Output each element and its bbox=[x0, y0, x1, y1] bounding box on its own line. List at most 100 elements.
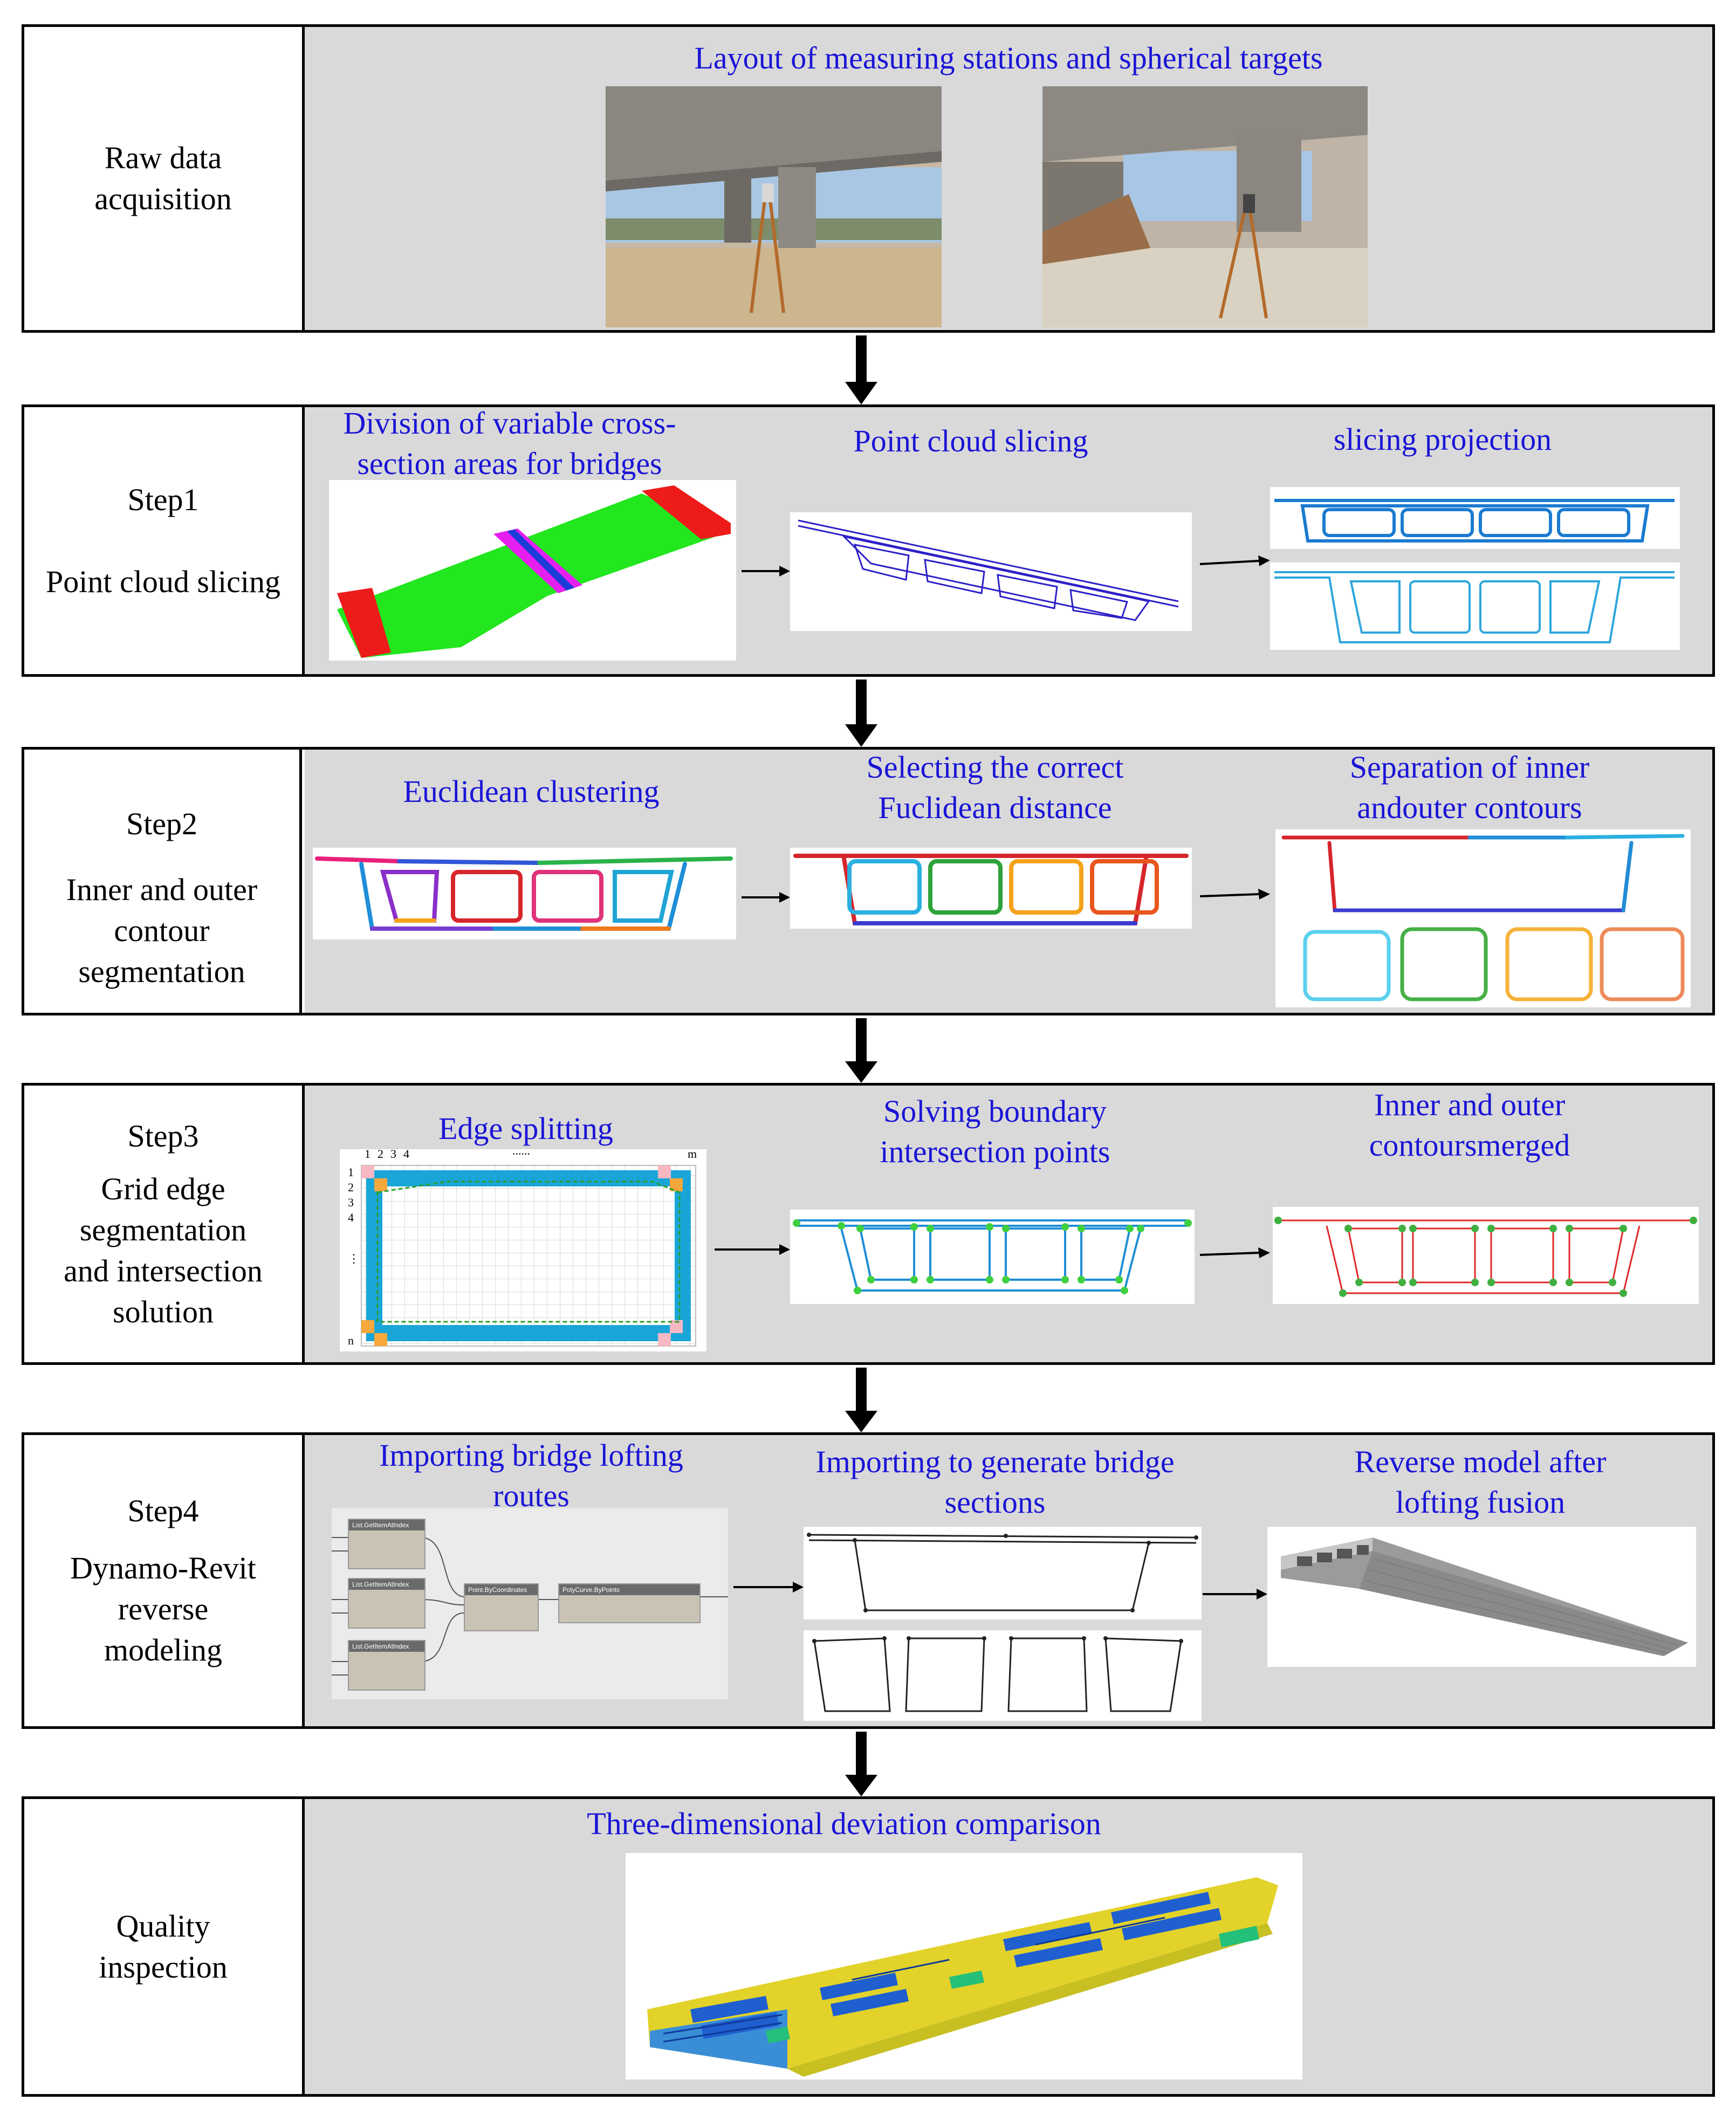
row-content: Importing bridge lofting routes Importin… bbox=[305, 1435, 1712, 1726]
row-label: Step4 Dynamo-Revit reverse modeling bbox=[24, 1435, 305, 1726]
euclidean-clusters bbox=[313, 848, 736, 939]
step-title: contoursmerged bbox=[1369, 1128, 1570, 1163]
label-line: contour bbox=[114, 913, 210, 948]
label-line: reverse bbox=[118, 1591, 209, 1626]
flow-arrow-right bbox=[1200, 555, 1270, 568]
step-title: section areas for bridges bbox=[357, 446, 662, 481]
edge-grid: 1 2 3 4 ...... m 1 2 3 4 ⋮ n bbox=[340, 1144, 706, 1351]
step-title: Layout of measuring stations and spheric… bbox=[694, 40, 1323, 75]
flow-arrow-right bbox=[1203, 1588, 1267, 1601]
label-line: solution bbox=[113, 1294, 214, 1329]
flow-arrow-right bbox=[1200, 889, 1270, 902]
label-line: Step1 bbox=[127, 482, 199, 517]
step-title: Selecting the correct bbox=[866, 750, 1124, 785]
boundary-intersection-points bbox=[790, 1210, 1195, 1304]
dynamo-node: Point.ByCoordinates bbox=[464, 1583, 539, 1631]
step-title: andouter contours bbox=[1357, 790, 1582, 825]
row-content: Three-dimensional deviation comparison bbox=[305, 1799, 1712, 2094]
grid-row-label: 3 bbox=[348, 1196, 354, 1209]
bridge-section-outer bbox=[804, 1527, 1202, 1619]
row-content: Layout of measuring stations and spheric… bbox=[305, 27, 1712, 330]
grid-col-label: 1 bbox=[365, 1147, 370, 1161]
grid-col-label: ...... bbox=[512, 1144, 530, 1157]
grid-col-label: m bbox=[688, 1147, 697, 1161]
label-line: segmentation bbox=[78, 954, 245, 989]
label-line: Step2 bbox=[126, 806, 198, 841]
row-label: Raw data acquisition bbox=[24, 27, 305, 330]
label-line: Quality bbox=[116, 1908, 210, 1944]
node-title: List.GetItemAtIndex bbox=[349, 1579, 424, 1590]
label-line: Grid edge bbox=[101, 1171, 225, 1206]
euclidean-distance-selection bbox=[790, 848, 1192, 929]
grid-row-label: 1 bbox=[348, 1165, 354, 1179]
grid-col-label: 2 bbox=[378, 1147, 383, 1161]
label-line: segmentation bbox=[79, 1212, 247, 1247]
slice-projection-1 bbox=[1270, 487, 1680, 549]
grid-row-label: 4 bbox=[348, 1211, 354, 1224]
node-title: PolyCurve.ByPoints bbox=[559, 1584, 699, 1595]
row-label: Step1 Point cloud slicing bbox=[24, 407, 305, 674]
bridge-photo-2 bbox=[1042, 86, 1368, 327]
label-line: Point cloud slicing bbox=[46, 564, 280, 599]
row-content: Edge splitting Solving boundary intersec… bbox=[305, 1086, 1712, 1362]
label-line: and intersection bbox=[64, 1253, 263, 1288]
step-title: intersection points bbox=[880, 1134, 1110, 1169]
dynamo-node: List.GetItemAtIndex bbox=[348, 1578, 426, 1629]
deviation-comparison-model bbox=[626, 1853, 1302, 2079]
grid-col-label: 4 bbox=[403, 1147, 409, 1161]
row-step2: Step2 Inner and outer contour segmentati… bbox=[22, 747, 1715, 1015]
flow-arrow-4 bbox=[845, 1368, 877, 1432]
flow-arrow-right bbox=[742, 565, 790, 578]
dynamo-graph: List.GetItemAtIndex List.GetItemAtIndex … bbox=[332, 1508, 728, 1699]
step-title: Inner and outer bbox=[1374, 1087, 1566, 1122]
label-line: modeling bbox=[104, 1632, 223, 1667]
row-label: Step2 Inner and outer contour segmentati… bbox=[24, 750, 302, 1013]
label-line: Step4 bbox=[127, 1493, 199, 1528]
step-title: Point cloud slicing bbox=[853, 423, 1088, 458]
step-title: Importing bridge lofting bbox=[379, 1438, 683, 1473]
node-title: List.GetItemAtIndex bbox=[349, 1520, 424, 1530]
label-line: inspection bbox=[99, 1949, 228, 1985]
node-title: List.GetItemAtIndex bbox=[349, 1641, 424, 1652]
grid-row-label: n bbox=[348, 1334, 354, 1347]
grid-col-label: 3 bbox=[390, 1147, 396, 1161]
flow-arrow-right bbox=[1200, 1247, 1270, 1260]
step-title: Importing to generate bridge bbox=[815, 1444, 1175, 1479]
flow-arrow-right bbox=[742, 891, 790, 904]
flow-arrow-5 bbox=[845, 1732, 877, 1796]
slice-projection-2 bbox=[1270, 562, 1680, 650]
grid-row-label: 2 bbox=[348, 1180, 354, 1194]
row-step4: Step4 Dynamo-Revit reverse modeling Impo… bbox=[22, 1432, 1715, 1729]
step-title: Solving boundary bbox=[883, 1094, 1107, 1129]
row-step3: Step3 Grid edge segmentation and interse… bbox=[22, 1083, 1715, 1365]
flow-arrow-2 bbox=[845, 679, 877, 747]
inner-outer-contours bbox=[1275, 829, 1691, 1007]
step-title: Reverse model after bbox=[1354, 1444, 1607, 1479]
node-title: Point.ByCoordinates bbox=[465, 1584, 538, 1595]
grid-row-label: ⋮ bbox=[348, 1252, 360, 1265]
step-title: Edge splitting bbox=[438, 1111, 613, 1146]
row-quality: Quality inspection Three-dimensional dev… bbox=[22, 1796, 1715, 2097]
row-raw-data: Raw data acquisition Layout of measuring… bbox=[22, 24, 1715, 333]
step-title: routes bbox=[493, 1478, 569, 1513]
label-line: Inner and outer bbox=[66, 872, 258, 907]
bridge-section-inner bbox=[804, 1630, 1202, 1721]
merged-contours bbox=[1273, 1207, 1699, 1304]
lofted-bridge-model bbox=[1267, 1527, 1696, 1667]
dynamo-node: PolyCurve.ByPoints bbox=[558, 1583, 701, 1623]
bridge-photo-1 bbox=[606, 86, 942, 327]
row-label: Step3 Grid edge segmentation and interse… bbox=[24, 1086, 305, 1362]
flow-arrow-3 bbox=[845, 1018, 877, 1083]
step-title: sections bbox=[944, 1485, 1046, 1520]
row-content: Division of variable cross- section area… bbox=[305, 406, 1712, 674]
flow-arrow-right bbox=[715, 1243, 790, 1256]
dynamo-node: List.GetItemAtIndex bbox=[348, 1519, 426, 1569]
step-title: slicing projection bbox=[1333, 422, 1552, 457]
point-cloud-slice bbox=[790, 512, 1192, 631]
row-label: Quality inspection bbox=[24, 1799, 305, 2094]
label-line: Step3 bbox=[127, 1118, 199, 1154]
label-line: acquisition bbox=[94, 181, 232, 216]
label-line: Raw data bbox=[104, 140, 222, 175]
step-title: Division of variable cross- bbox=[343, 406, 676, 441]
step-title: Euclidean clustering bbox=[403, 774, 660, 809]
